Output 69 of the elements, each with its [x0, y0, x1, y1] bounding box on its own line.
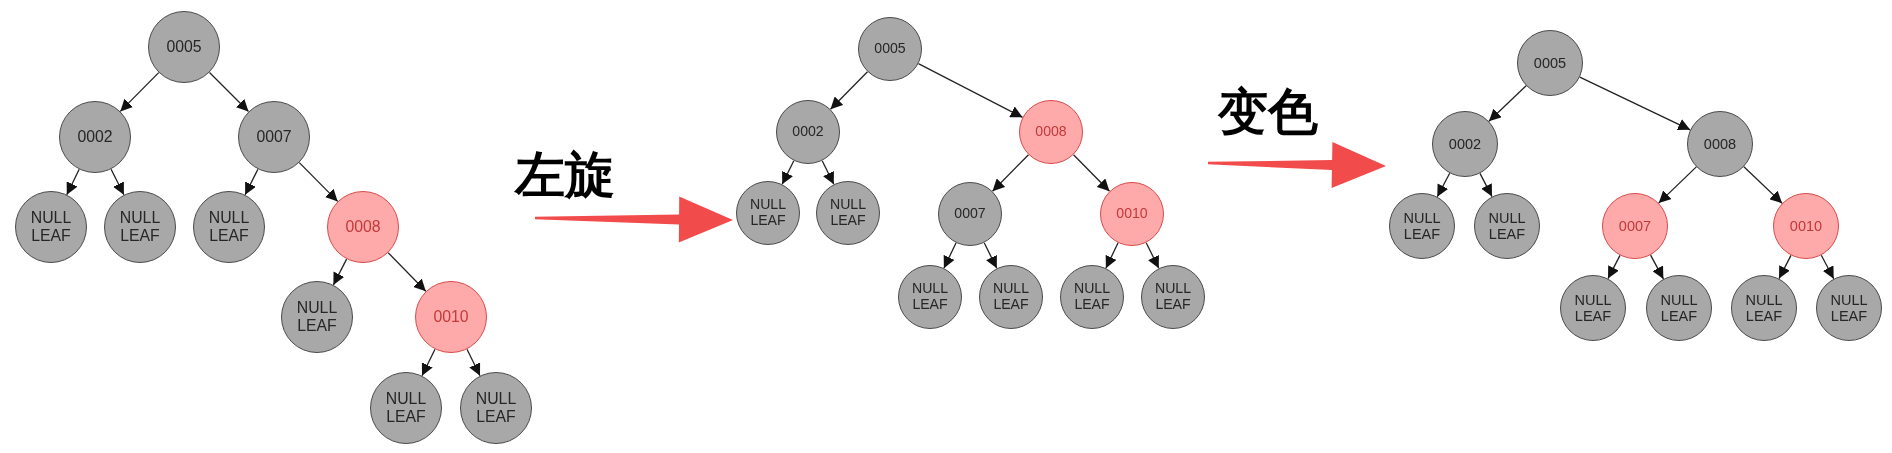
tree-node: 0002 — [776, 100, 840, 164]
arrow — [387, 252, 427, 292]
arrow — [1743, 166, 1783, 204]
tree-node: NULL LEAF — [816, 181, 880, 245]
arrow — [1649, 254, 1665, 280]
arrow — [943, 242, 957, 269]
arrow — [466, 348, 481, 377]
tree-node: 0005 — [148, 11, 220, 83]
tree-node: NULL LEAF — [370, 372, 442, 444]
tree-node: NULL LEAF — [15, 191, 87, 263]
arrow — [110, 168, 125, 196]
tree-node: 0007 — [238, 101, 310, 173]
arrow — [119, 71, 160, 113]
arrow — [1778, 254, 1792, 280]
tree-node: NULL LEAF — [1389, 193, 1455, 259]
block-arrow — [1208, 142, 1386, 189]
tree-node: 0008 — [1019, 100, 1083, 164]
tree-diagram — [735, 16, 1206, 330]
tree-diagram — [1388, 29, 1883, 342]
block-arrow — [535, 196, 733, 243]
tree-node: NULL LEAF — [979, 265, 1043, 329]
arrow — [332, 258, 348, 286]
tree-node: 0010 — [1100, 182, 1164, 246]
arrow — [1479, 172, 1493, 198]
tree-node: NULL LEAF — [1141, 265, 1205, 329]
tree-node: 0010 — [415, 281, 487, 353]
tree-node: 0008 — [1687, 111, 1753, 177]
arrow — [1436, 172, 1451, 198]
arrow — [1607, 254, 1621, 280]
arrow — [1658, 166, 1697, 204]
tree-node: NULL LEAF — [898, 265, 962, 329]
tree-node: 0008 — [327, 191, 399, 263]
arrow — [1145, 242, 1160, 269]
tree-node: NULL LEAF — [1560, 275, 1626, 341]
tree-node: NULL LEAF — [1060, 265, 1124, 329]
tree-node: NULL LEAF — [1474, 193, 1540, 259]
arrow — [421, 348, 436, 377]
arrow — [781, 160, 795, 185]
arrow — [66, 168, 80, 196]
tree-node: 0005 — [858, 17, 922, 81]
tree-node: NULL LEAF — [736, 181, 800, 245]
arrow — [917, 63, 1024, 118]
arrow — [1072, 154, 1111, 192]
arrow — [821, 160, 835, 185]
tree-node: 0010 — [1773, 193, 1839, 259]
arrow — [1579, 76, 1691, 131]
arrow — [298, 161, 339, 203]
tree-node: 0002 — [59, 101, 131, 173]
tree-node: 0005 — [1517, 30, 1583, 96]
arrow — [244, 168, 259, 196]
edge-label: 变色 — [1218, 81, 1318, 143]
tree-node: NULL LEAF — [1646, 275, 1712, 341]
arrow — [1105, 242, 1119, 269]
tree-node: NULL LEAF — [460, 372, 532, 444]
arrow — [829, 71, 869, 110]
tree-node: 0007 — [938, 182, 1002, 246]
tree-node: 0002 — [1432, 111, 1498, 177]
tree-node: NULL LEAF — [104, 191, 176, 263]
arrow — [1488, 85, 1527, 122]
tree-node: NULL LEAF — [193, 191, 265, 263]
arrow — [991, 154, 1030, 192]
arrow — [1820, 254, 1835, 280]
arrow — [983, 242, 998, 269]
tree-node: NULL LEAF — [1816, 275, 1882, 341]
tree-node: NULL LEAF — [1731, 275, 1797, 341]
edge-label: 左旋 — [515, 144, 615, 206]
tree-node: 0007 — [1602, 193, 1668, 259]
arrow — [208, 71, 250, 113]
tree-node: NULL LEAF — [281, 281, 353, 353]
